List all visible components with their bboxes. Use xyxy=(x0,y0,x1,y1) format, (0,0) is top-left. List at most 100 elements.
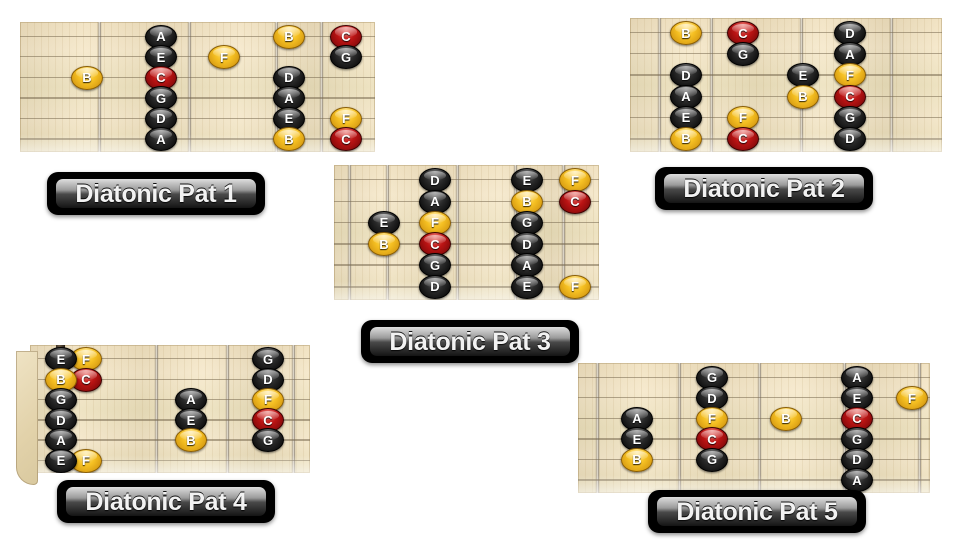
note-label: E xyxy=(852,390,862,406)
string-2 xyxy=(630,53,942,55)
note-marker[interactable]: F xyxy=(559,274,591,299)
note-label: A xyxy=(186,392,196,408)
note-marker[interactable]: E xyxy=(511,168,543,193)
note-label: A xyxy=(522,257,532,273)
note-marker[interactable]: C xyxy=(559,189,591,214)
note-label: B xyxy=(522,194,532,209)
note-marker[interactable]: E xyxy=(511,274,543,299)
note-label: F xyxy=(708,411,716,427)
note-marker[interactable]: B xyxy=(511,189,543,214)
note-label: C xyxy=(430,236,440,252)
note-label: B xyxy=(798,89,808,105)
note-label: B xyxy=(284,29,294,45)
fret-wires xyxy=(20,22,375,152)
note-marker[interactable]: G xyxy=(419,253,451,278)
note-label: G xyxy=(521,215,533,231)
note-marker[interactable]: B xyxy=(770,406,802,431)
note-marker[interactable]: A xyxy=(670,84,702,109)
note-marker[interactable]: A xyxy=(511,253,543,278)
string-2 xyxy=(578,397,930,399)
note-marker[interactable]: B xyxy=(670,126,702,151)
fret-wire xyxy=(98,22,101,152)
note-marker[interactable]: F xyxy=(896,386,928,411)
pattern-label-text: Diatonic Pat 2 xyxy=(683,174,845,203)
pattern-label-text: Diatonic Pat 1 xyxy=(75,179,237,208)
note-marker[interactable]: A xyxy=(145,127,177,152)
note-marker[interactable]: B xyxy=(71,65,103,90)
pattern-label-text: Diatonic Pat 3 xyxy=(389,327,551,356)
note-marker[interactable]: D xyxy=(834,126,866,151)
note-marker[interactable]: G xyxy=(696,447,728,472)
note-label: A xyxy=(681,89,691,105)
note-marker[interactable]: B xyxy=(273,127,305,152)
note-label: G xyxy=(262,351,274,367)
note-label: E xyxy=(681,110,691,126)
note-label: E xyxy=(632,431,642,447)
note-marker[interactable]: E xyxy=(787,63,819,88)
note-marker[interactable]: C xyxy=(330,127,362,152)
note-marker[interactable]: B xyxy=(670,21,702,46)
note-marker[interactable]: B xyxy=(175,428,207,453)
board-reflection xyxy=(20,133,375,152)
note-marker[interactable]: G xyxy=(252,428,284,453)
note-label: C xyxy=(738,25,748,41)
note-marker[interactable]: E xyxy=(45,448,77,473)
note-label: D xyxy=(522,236,532,252)
string-6 xyxy=(578,479,930,482)
note-label: A xyxy=(845,46,855,62)
note-marker[interactable]: F xyxy=(208,45,240,70)
note-marker[interactable]: C xyxy=(834,84,866,109)
note-label: F xyxy=(571,279,579,295)
note-label: G xyxy=(155,90,167,106)
pattern-label-4: Diatonic Pat 4 xyxy=(57,480,275,523)
wood-grain-texture xyxy=(20,22,375,152)
note-label: D xyxy=(430,172,440,188)
note-label: B xyxy=(781,411,791,427)
label-gradient-plate: Diatonic Pat 4 xyxy=(65,486,267,517)
pattern-label-3: Diatonic Pat 3 xyxy=(361,320,579,363)
note-marker[interactable]: E xyxy=(45,347,77,372)
note-marker[interactable]: A xyxy=(419,189,451,214)
note-marker[interactable]: F xyxy=(559,168,591,193)
note-marker[interactable]: B xyxy=(368,232,400,257)
string-6 xyxy=(20,138,375,141)
note-label: C xyxy=(263,412,273,428)
fret-wire xyxy=(678,363,681,493)
note-marker[interactable]: B xyxy=(621,447,653,472)
note-marker[interactable]: D xyxy=(419,274,451,299)
note-label: B xyxy=(379,236,389,252)
note-label: F xyxy=(220,49,228,65)
note-marker[interactable]: C xyxy=(727,21,759,46)
note-marker[interactable]: C xyxy=(727,126,759,151)
note-label: F xyxy=(342,111,350,127)
note-marker[interactable]: G xyxy=(252,347,284,372)
note-label: E xyxy=(56,351,66,367)
string-5 xyxy=(20,117,375,120)
note-marker[interactable]: G xyxy=(727,42,759,67)
note-marker[interactable]: D xyxy=(419,168,451,193)
string-5 xyxy=(334,264,599,267)
note-marker[interactable]: G xyxy=(330,45,362,70)
note-label: E xyxy=(522,172,532,188)
note-label: E xyxy=(156,49,166,65)
note-label: C xyxy=(738,131,748,147)
note-label: A xyxy=(56,432,66,448)
note-marker[interactable]: B xyxy=(787,84,819,109)
note-marker[interactable]: F xyxy=(834,63,866,88)
note-marker[interactable]: D xyxy=(834,21,866,46)
note-marker[interactable]: C xyxy=(330,24,362,49)
pattern-label-text: Diatonic Pat 5 xyxy=(676,497,838,526)
note-label: F xyxy=(846,67,854,83)
note-label: D xyxy=(845,131,855,147)
fret-wire xyxy=(758,363,761,493)
note-marker[interactable]: D xyxy=(670,63,702,88)
note-label: A xyxy=(852,472,862,488)
fret-wire xyxy=(320,22,323,152)
note-marker[interactable]: A xyxy=(841,468,873,493)
note-label: G xyxy=(737,46,749,62)
note-marker[interactable]: B xyxy=(273,24,305,49)
